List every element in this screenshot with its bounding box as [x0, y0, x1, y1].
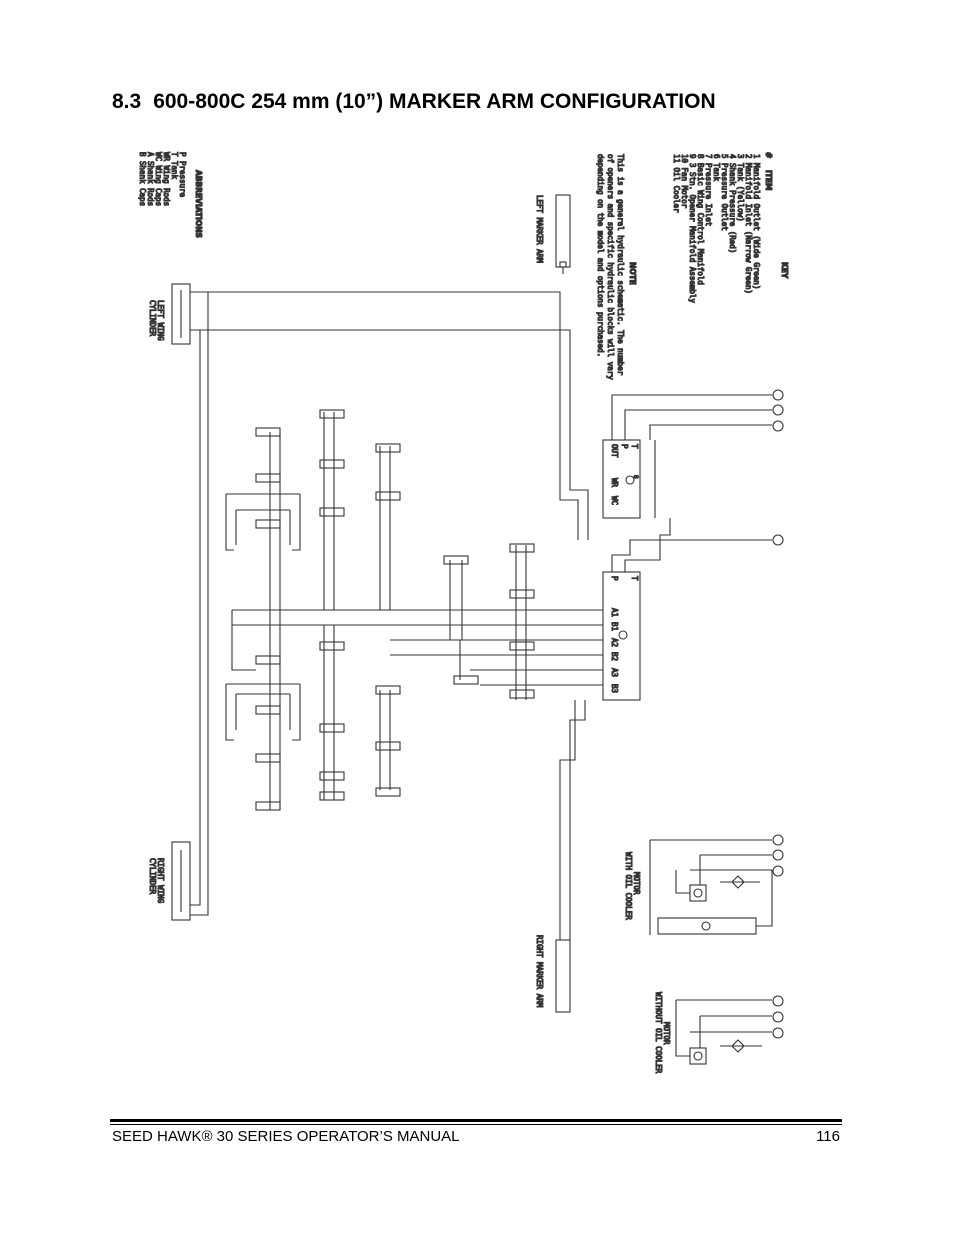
- key-item: 4 Shank Pressure (Red): [728, 154, 737, 253]
- abbr-item: WC Wing Caps: [154, 152, 163, 206]
- port-label: P: [610, 576, 619, 581]
- footer-rule-thick: [110, 1119, 842, 1122]
- port-label: P: [620, 444, 629, 449]
- port-label: T: [630, 444, 639, 449]
- callout-7b: [772, 1027, 784, 1039]
- key-item: 7 Pressure Inlet: [704, 154, 713, 226]
- right-marker-arm-cylinder: RIGHT MARKER ARM: [534, 934, 571, 1013]
- footer-manual-title: SEED HAWK® 30 SERIES OPERATOR’S MANUAL: [112, 1128, 460, 1145]
- abbr-item: T Tank: [170, 152, 179, 180]
- key-item: 5 Pressure Outlet: [720, 154, 729, 231]
- left-wing-cylinder: LEFT WING CYLINDER: [147, 283, 191, 345]
- abbr-title: ABBREVIATIONS: [194, 170, 203, 238]
- note-line: depending on the model and options purch…: [596, 154, 605, 357]
- port-label: WC: [610, 496, 619, 505]
- callout-6: [772, 849, 784, 861]
- port-label: B2: [610, 652, 619, 661]
- motor-with-oil-cooler: MOTOR WITH OIL COOLER: [623, 834, 784, 935]
- right-marker-arm-label: RIGHT MARKER ARM: [535, 935, 544, 1008]
- right-wing-cylinder-label-2: CYLINDER: [148, 858, 157, 895]
- callout-5b: [772, 995, 784, 1007]
- port-label: OUT: [610, 444, 619, 458]
- callout-11: [701, 921, 711, 931]
- key-item: 9 3 Stn. Opener Manifold Assembly: [688, 154, 697, 303]
- callout-7: [772, 865, 784, 877]
- port-label: A2: [610, 638, 619, 647]
- manifold-9: T P A1 B1 A2 B2 A3 B3: [602, 571, 641, 701]
- left-wing-cylinder-label-2: CYLINDER: [148, 300, 157, 337]
- key-item: 10 Fan Motor: [680, 154, 689, 209]
- manifold-8-number: 8: [632, 475, 639, 479]
- callout-9: [618, 630, 628, 640]
- key-item: 3 Tank (Yellow): [736, 154, 745, 222]
- port-label: A3: [610, 668, 619, 677]
- callout-10b: [693, 1051, 703, 1061]
- key-item: 11 Oil Cooler: [672, 154, 681, 213]
- port-label: T: [630, 576, 639, 581]
- key-item: 8 Basic Wing Control Manifold: [696, 154, 705, 285]
- callout-8: [625, 475, 635, 485]
- key-title: KEY: [780, 262, 789, 279]
- motor-without-oil-cooler: MOTOR WITHOUT OIL COOLER: [653, 991, 784, 1074]
- callout-4: [772, 534, 784, 546]
- note-line: of openers and specific hydraulic blocks…: [606, 154, 615, 380]
- motor-nocooler-label-2: WITHOUT OIL COOLER: [654, 992, 663, 1074]
- port-label: B3: [610, 684, 619, 693]
- section-title: 600-800C 254 mm (10”) MARKER ARM CONFIGU…: [153, 90, 716, 113]
- key-item: 2 Manifold Inlet (Narrow Green): [744, 154, 753, 294]
- section-heading: 8.3 600-800C 254 mm (10”) MARKER ARM CONF…: [112, 90, 716, 114]
- port-label: B1: [610, 622, 619, 631]
- footer-page-number: 116: [816, 1128, 840, 1145]
- key-item: 6 Tank: [712, 154, 721, 182]
- opener-cylinders-right-mid: [375, 443, 401, 797]
- key-col-num: #: [764, 152, 773, 158]
- opener-cylinders-right: [443, 543, 535, 700]
- abbreviations-block: ABBREVIATIONS P Pressure T Tank WR Wing …: [137, 151, 203, 238]
- left-marker-arm-cylinder: LEFT MARKER ARM: [534, 194, 571, 274]
- section-number: 8.3: [112, 90, 142, 113]
- motor-nocooler-label: MOTOR: [662, 1022, 671, 1045]
- abbr-item: A Shank Rods: [146, 152, 155, 206]
- note-block: NOTE This is a general hydraulic schemat…: [595, 153, 637, 380]
- callout-3: [772, 420, 784, 432]
- abbr-item: WR Wing Rods: [162, 152, 171, 206]
- note-title: NOTE: [628, 262, 637, 285]
- note-line: This is a general hydraulic schematic. T…: [616, 154, 625, 376]
- key-legend: KEY # ITEM 1 Manifold Outlet (Wide Green…: [671, 151, 789, 304]
- key-col-item: ITEM: [764, 170, 773, 191]
- right-wing-cylinder: RIGHT WING CYLINDER: [147, 841, 191, 921]
- port-label: WR: [610, 478, 619, 488]
- left-marker-arm-label: LEFT MARKER ARM: [535, 195, 544, 263]
- abbr-item: P Pressure: [178, 152, 187, 198]
- left-wing-cylinder-label: LEFT WING: [156, 300, 165, 341]
- callout-5: [772, 834, 784, 846]
- manifold-8: 8 T P OUT WR WC: [602, 439, 641, 519]
- opener-cylinders-mid: [319, 409, 345, 801]
- right-wing-cylinder-label: RIGHT WING: [156, 858, 165, 904]
- callout-6b: [772, 1011, 784, 1023]
- callout-1: [772, 389, 784, 401]
- port-label: A1: [610, 608, 619, 617]
- motor-cooler-label: MOTOR: [632, 872, 641, 895]
- key-item: 1 Manifold Outlet (Wide Green): [752, 154, 761, 289]
- opener-cylinders-left: [225, 427, 301, 811]
- abbr-item: B Shank Caps: [138, 152, 147, 206]
- callout-10: [693, 888, 703, 898]
- motor-cooler-label-2: WITH OIL COOLER: [624, 852, 633, 920]
- footer-rule-thin: [110, 1124, 842, 1125]
- callout-2: [772, 404, 784, 416]
